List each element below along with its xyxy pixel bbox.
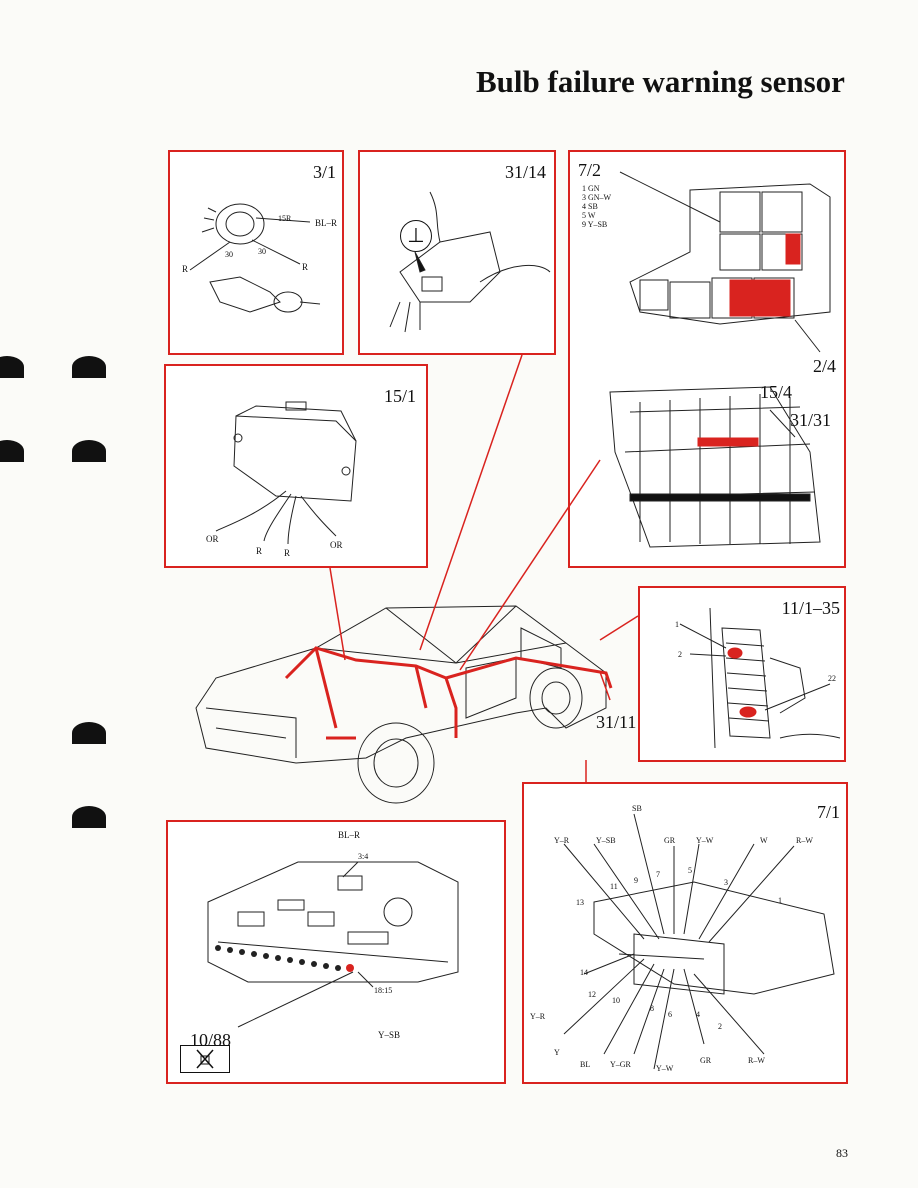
pin-label: 1 GN bbox=[582, 184, 600, 193]
panel-31-14: 31/14 ⊥ bbox=[358, 150, 556, 355]
relay-box-drawing bbox=[609, 171, 831, 548]
color-label: W bbox=[760, 836, 768, 845]
pin-number: 2 bbox=[718, 1022, 722, 1031]
panel-11-1-35: 11/1–35 1 2 22 bbox=[638, 586, 846, 762]
pin-label: 4 SB bbox=[582, 202, 598, 211]
pin-number: 14 bbox=[580, 968, 588, 977]
color-label: GR bbox=[664, 836, 676, 845]
panel-7-2: 7/2 1 GN 3 GN–W 4 SB 5 W 9 Y–SB 2/4 15/4… bbox=[568, 150, 846, 568]
wire-label: BL–R bbox=[315, 218, 338, 228]
pin-number: 4 bbox=[696, 1010, 700, 1019]
panel-label: 7/1 bbox=[816, 802, 840, 822]
color-label: R–W bbox=[796, 836, 813, 845]
pin-number: 9 bbox=[634, 876, 638, 885]
color-label: Y–W bbox=[656, 1064, 674, 1073]
panel-label: 11/1–35 bbox=[781, 598, 840, 618]
panel-15-1: 15/1 OR R R OR bbox=[164, 364, 428, 568]
color-label: BL bbox=[580, 1060, 591, 1069]
car-body-drawing bbox=[195, 605, 613, 804]
color-label: Y–GR bbox=[610, 1060, 631, 1069]
ground-symbol-icon: ⊥ bbox=[400, 220, 432, 252]
wire-label: Y–SB bbox=[378, 1030, 401, 1040]
pin-label: 22 bbox=[828, 674, 836, 683]
pin-number: 10 bbox=[612, 996, 620, 1005]
wire-label: 30 bbox=[225, 250, 233, 259]
crossed-box-icon bbox=[196, 1049, 214, 1069]
color-label: Y–R bbox=[554, 836, 570, 845]
instrument-cluster-drawing bbox=[207, 861, 459, 1028]
binder-margin bbox=[0, 0, 106, 1188]
pin-number: 7 bbox=[656, 870, 660, 879]
pin-number: 13 bbox=[576, 898, 584, 907]
wire-label: 15R bbox=[278, 214, 292, 223]
pin-label: 1 bbox=[675, 620, 679, 629]
color-label: Y bbox=[554, 1048, 560, 1057]
pin-number: 12 bbox=[588, 990, 596, 999]
wire-label: R bbox=[182, 264, 189, 274]
panel-7-1: 7/1 SB Y–R Y–SB GR Y–W W R–W 13 11 9 7 5… bbox=[522, 782, 848, 1084]
panel-3-1: 3/1 15R BL–R 30 30 R R bbox=[168, 150, 344, 355]
color-label: SB bbox=[632, 804, 642, 813]
binder-hole bbox=[0, 440, 24, 462]
pin-list: 1 GN 3 GN–W 4 SB 5 W 9 Y–SB bbox=[582, 184, 611, 229]
no-test-symbol-icon bbox=[180, 1045, 230, 1073]
wire-label: R bbox=[284, 548, 291, 558]
pin-number: 3 bbox=[724, 878, 728, 887]
panel-label: 31/14 bbox=[504, 162, 546, 182]
pin-number: 1 bbox=[778, 896, 782, 905]
pin-label: 2 bbox=[678, 650, 682, 659]
wire-label: R bbox=[256, 546, 263, 556]
panel-label: 15/4 bbox=[760, 382, 793, 402]
binder-hole bbox=[72, 356, 106, 378]
panel-label: 31/31 bbox=[790, 410, 832, 430]
color-label: Y–SB bbox=[596, 836, 616, 845]
panel-label: 7/2 bbox=[578, 160, 602, 180]
pin-number: 11 bbox=[610, 882, 618, 891]
panel-label: 3/1 bbox=[312, 162, 336, 182]
color-label: Y–W bbox=[696, 836, 714, 845]
binder-hole bbox=[72, 440, 106, 462]
pin-number: 6 bbox=[668, 1010, 672, 1019]
wire-label: OR bbox=[330, 540, 343, 550]
ignition-switch-drawing bbox=[189, 203, 321, 313]
ground-point-drawing bbox=[389, 191, 551, 333]
panel-10-88: BL–R 3:4 18:15 Y–SB 10/88 bbox=[166, 820, 506, 1084]
pin-label: 5 W bbox=[582, 211, 596, 220]
panel-label: 31/11 bbox=[596, 712, 637, 732]
color-label: Y–R bbox=[530, 1012, 546, 1021]
page-number: 83 bbox=[836, 1146, 848, 1160]
pin-label: 3 GN–W bbox=[582, 193, 612, 202]
pin-label: 9 Y–SB bbox=[582, 220, 608, 229]
wire-label: OR bbox=[206, 534, 219, 544]
pin-number: 8 bbox=[650, 1004, 654, 1013]
wire-label: BL–R bbox=[338, 830, 361, 840]
pin-number: 5 bbox=[688, 866, 692, 875]
connector-label: 18:15 bbox=[374, 986, 393, 995]
panel-label: 2/4 bbox=[812, 356, 836, 376]
wire-label: R bbox=[302, 262, 309, 272]
color-label: GR bbox=[700, 1056, 712, 1065]
sensor-module-drawing bbox=[215, 401, 357, 545]
car-drawing: 31/11 bbox=[186, 588, 646, 808]
binder-hole bbox=[72, 806, 106, 828]
wire-label: 30 bbox=[258, 247, 266, 256]
color-label: R–W bbox=[748, 1056, 765, 1065]
panel-label: 15/1 bbox=[383, 386, 416, 406]
connector-7-1-drawing bbox=[563, 813, 835, 1070]
page-title: Bulb failure warning sensor bbox=[476, 64, 845, 99]
connector-label: 3:4 bbox=[358, 852, 369, 861]
fuse-connector-drawing bbox=[679, 607, 841, 749]
binder-hole bbox=[72, 722, 106, 744]
binder-hole bbox=[0, 356, 24, 378]
